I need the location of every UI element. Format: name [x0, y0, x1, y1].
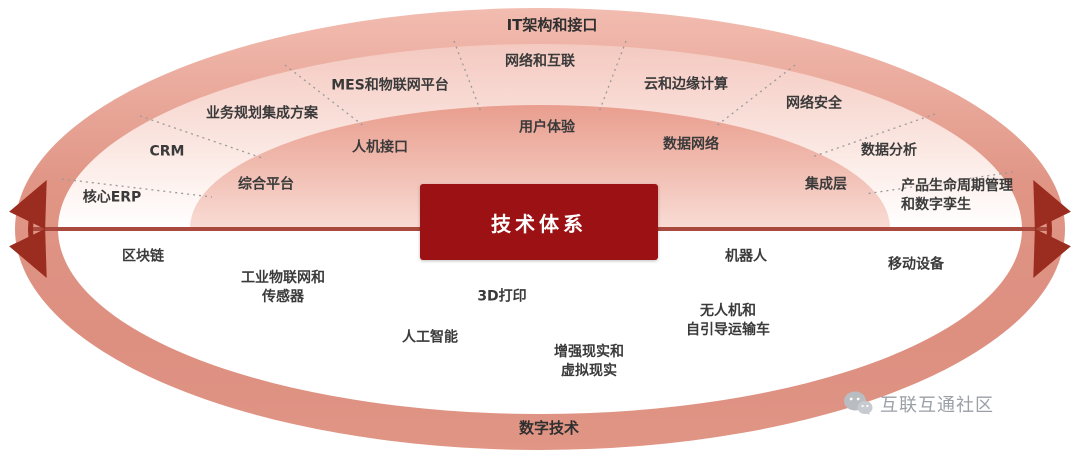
outer-item-cloud-edge-computing: 云和边缘计算 — [644, 76, 728, 93]
outer-item-network-interconnect: 网络和互联 — [505, 53, 575, 70]
tech-item-ar-vr: 增强现实和 虚拟现实 — [554, 344, 624, 379]
center-title-box: 技术体系 — [420, 184, 658, 260]
inner-item-integrated-platform: 综合平台 — [238, 176, 294, 193]
center-title: 技术体系 — [491, 211, 587, 236]
inner-item-hmi: 人机接口 — [352, 139, 408, 156]
outer-item-plm-digital-twin: 产品生命周期管理 和数字孪生 — [901, 178, 1013, 213]
tech-item-robots: 机器人 — [725, 248, 767, 265]
inner-item-user-experience: 用户体验 — [519, 119, 575, 136]
tech-item-mobile-devices: 移动设备 — [888, 256, 944, 273]
wechat-icon — [844, 391, 873, 415]
inner-item-integration-layer: 集成层 — [805, 176, 847, 193]
tech-item-3d-printing: 3D打印 — [477, 288, 527, 305]
watermark-label: 互联互通社区 — [880, 395, 994, 416]
outer-item-business-planning: 业务规划集成方案 — [206, 105, 318, 122]
tech-item-drones-agv: 无人机和 自引导运输车 — [686, 303, 770, 338]
top-band-label: IT架构和接口 — [506, 15, 598, 34]
inner-item-data-network: 数据网络 — [663, 136, 719, 153]
tech-item-ai: 人工智能 — [402, 329, 458, 346]
outer-item-mes-iot-platform: MES和物联网平台 — [331, 77, 449, 94]
outer-item-data-analytics: 数据分析 — [861, 142, 917, 159]
watermark: 互联互通社区 — [843, 390, 994, 418]
outer-item-crm: CRM — [149, 143, 185, 160]
outer-item-network-security: 网络安全 — [786, 95, 842, 112]
tech-item-iiot-sensors: 工业物联网和 传感器 — [241, 270, 325, 305]
bottom-band-label: 数字技术 — [518, 418, 580, 437]
tech-item-blockchain: 区块链 — [122, 248, 164, 265]
outer-item-core-erp: 核心ERP — [82, 189, 142, 206]
